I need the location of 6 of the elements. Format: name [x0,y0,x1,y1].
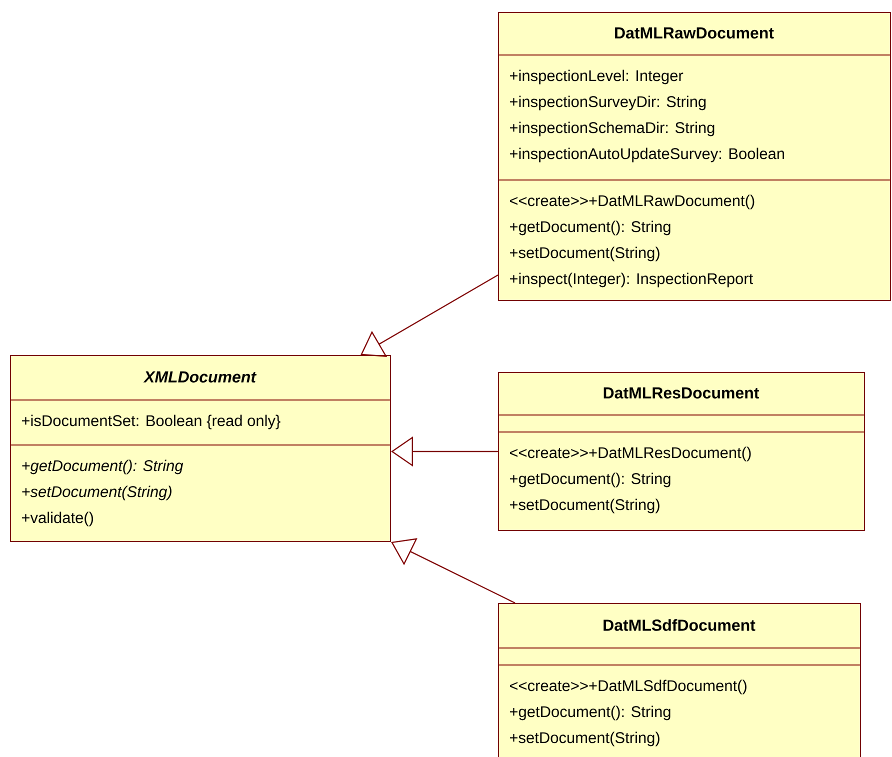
class-box: XMLDocument +isDocumentSet: Boolean {read only} +getDocument(): String +setDocument(String) +validate() [10,355,391,542]
generalization-arrow [391,538,516,604]
class-box: DatMLSdfDocument <<create>>+DatMLSdfDocument() +getDocument(): String +setDocument(String) [498,603,861,757]
generalization-arrow [360,274,498,358]
class-box: DatMLRawDocument +inspectionLevel: Integer +inspectionSurveyDir: String +inspectionSchemaDir: String +inspectionAutoUpdateSurvey: Boolean <<create>>+DatMLRawDocument() +getDocument(): String +setDocument(String) +inspect(Integer): InspectionReport [498,12,891,301]
class-box: DatMLResDocument <<create>>+DatMLResDocument() +getDocument(): String +setDocument(String) [498,372,865,531]
